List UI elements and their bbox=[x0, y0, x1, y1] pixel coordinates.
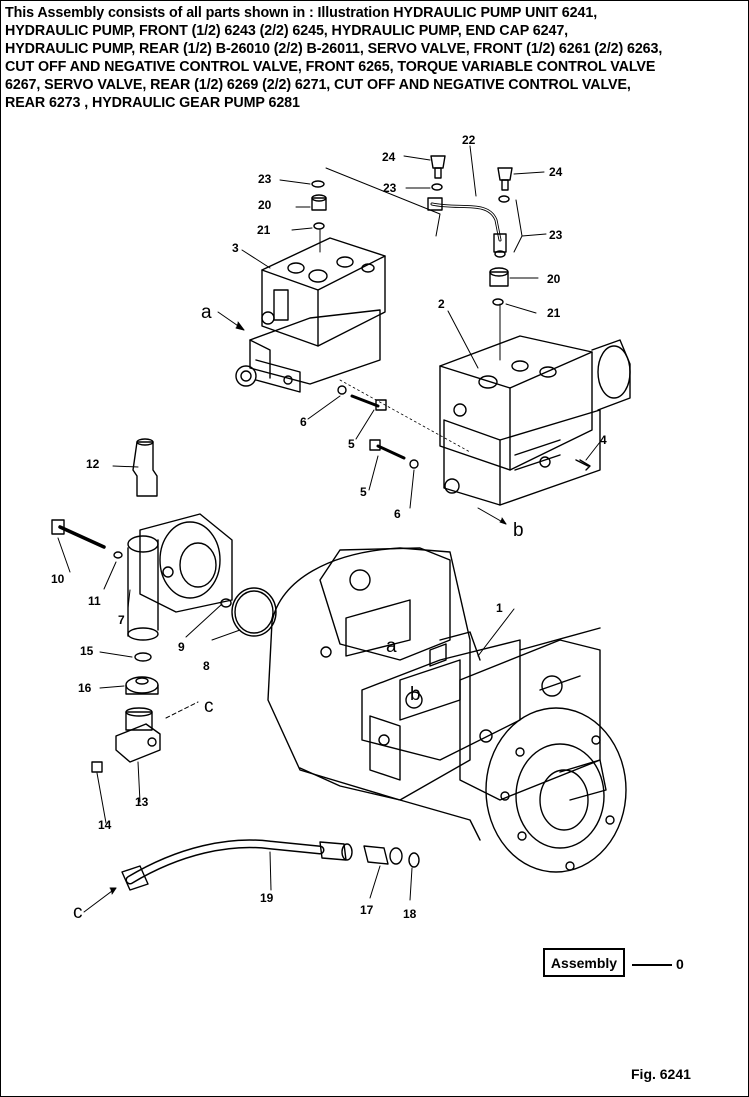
reference-label-c: c bbox=[204, 696, 214, 717]
part-label-11: 11 bbox=[88, 594, 101, 608]
part-label-20: 20 bbox=[258, 198, 272, 212]
part-label-1: 1 bbox=[496, 601, 503, 615]
description-line: HYDRAULIC PUMP, REAR (1/2) B-26010 (2/2)… bbox=[5, 41, 663, 57]
part-label-4: 4 bbox=[600, 433, 607, 447]
part-label-14: 14 bbox=[98, 818, 112, 832]
servo-valve-rear-drawing bbox=[439, 335, 631, 506]
part-label-13: 13 bbox=[135, 795, 149, 809]
assembly-badge: Assembly bbox=[543, 948, 625, 977]
part-label-5: 5 bbox=[348, 437, 355, 451]
assembly-leader-line bbox=[632, 964, 672, 966]
part-label-17: 17 bbox=[360, 903, 374, 917]
reference-label-a: a bbox=[386, 636, 397, 657]
part-label-24: 24 bbox=[549, 165, 563, 179]
part-label-19: 19 bbox=[260, 891, 274, 905]
description-line: CUT OFF AND NEGATIVE CONTROL VALVE, FRON… bbox=[5, 59, 656, 75]
part-label-8: 8 bbox=[203, 659, 210, 673]
part-label-3: 3 bbox=[232, 241, 239, 255]
part-label-6: 6 bbox=[300, 415, 307, 429]
part-label-16: 16 bbox=[78, 681, 92, 695]
part-label-7: 7 bbox=[118, 613, 125, 627]
part-label-9: 9 bbox=[178, 640, 185, 654]
upper-small-parts-drawing bbox=[311, 155, 513, 361]
figure-label: Fig. 6241 bbox=[631, 1066, 691, 1082]
reference-label-b: b bbox=[513, 520, 524, 541]
description-line: REAR 6273 , HYDRAULIC GEAR PUMP 6281 bbox=[5, 95, 300, 111]
hose-and-fittings-drawing bbox=[121, 839, 420, 891]
part-label-12: 12 bbox=[86, 457, 100, 471]
part-label-23: 23 bbox=[258, 172, 272, 186]
part-label-10: 10 bbox=[51, 572, 65, 586]
part-label-18: 18 bbox=[403, 907, 417, 921]
description-line: This Assembly consists of all parts show… bbox=[5, 5, 598, 21]
main-pump-body-drawing bbox=[267, 547, 627, 873]
reference-label-b: b bbox=[410, 684, 421, 705]
part-label-24: 24 bbox=[382, 150, 396, 164]
part-label-21: 21 bbox=[257, 223, 271, 237]
part-label-23: 23 bbox=[383, 181, 397, 195]
gear-pump-parts-drawing bbox=[51, 438, 277, 773]
part-label-6: 6 bbox=[394, 507, 401, 521]
part-label-23: 23 bbox=[549, 228, 563, 242]
bolts-and-washers-drawing bbox=[337, 379, 589, 469]
description-line: 6267, SERVO VALVE, REAR (1/2) 6269 (2/2)… bbox=[5, 77, 631, 93]
part-label-15: 15 bbox=[80, 644, 94, 658]
part-label-5: 5 bbox=[360, 485, 367, 499]
part-labels: 1 2 3 4 5 5 6 6 7 8 9 10 11 12 13 14 15 … bbox=[51, 133, 607, 923]
part-label-20: 20 bbox=[547, 272, 561, 286]
part-label-22: 22 bbox=[462, 133, 476, 147]
description-line: HYDRAULIC PUMP, FRONT (1/2) 6243 (2/2) 6… bbox=[5, 23, 569, 39]
assembly-description: This Assembly consists of all parts show… bbox=[5, 4, 743, 112]
part-label-21: 21 bbox=[547, 306, 561, 320]
servo-valve-front-drawing bbox=[235, 237, 386, 393]
reference-label-a: a bbox=[201, 302, 212, 323]
leader-lines bbox=[57, 145, 601, 913]
part-label-2: 2 bbox=[438, 297, 445, 311]
assembly-number: 0 bbox=[676, 956, 684, 972]
reference-label-c: c bbox=[73, 902, 83, 923]
